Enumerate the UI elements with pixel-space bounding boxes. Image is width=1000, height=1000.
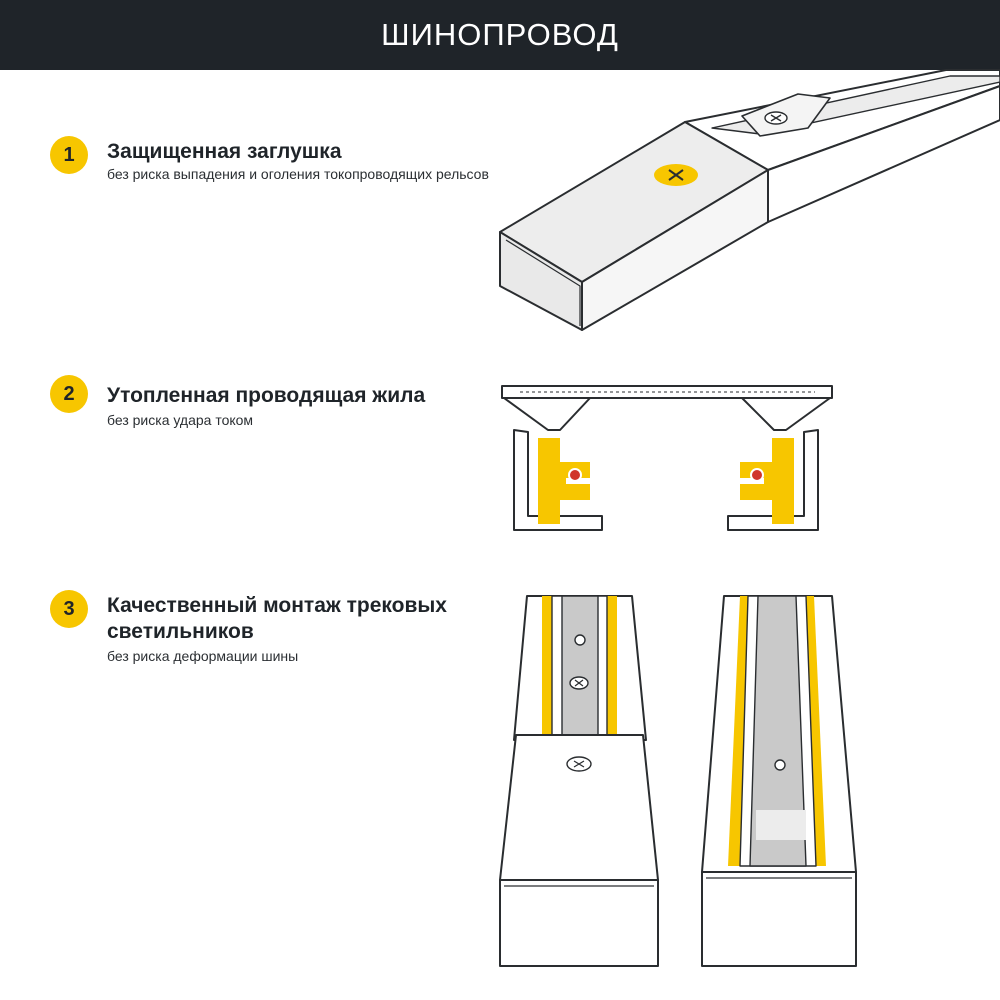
feature-1-title: Защищенная заглушка	[107, 140, 342, 163]
rail-mount-view-right	[701, 595, 857, 967]
feature-3-title: Качественный монтаж трековых светильнико…	[107, 594, 447, 643]
right-conductor-holder	[740, 438, 794, 524]
left-conductor-core	[568, 468, 582, 482]
left-conductor-holder	[538, 438, 590, 524]
feature-3-subtitle: без риска деформации шины	[107, 648, 299, 664]
header-bar: ШИНОПРОВОД	[0, 0, 1000, 70]
right-channel	[727, 429, 819, 531]
feature-2-badge: 2	[50, 375, 88, 413]
feature-1-subtitle: без риска выпадения и оголения токопрово…	[107, 166, 489, 182]
page-title: ШИНОПРОВОД	[381, 17, 619, 52]
feature-2-subtitle: без риска удара током	[107, 412, 254, 428]
feature-3-badge: 3	[50, 590, 88, 628]
rail-end-cap-illustration	[499, 69, 1000, 331]
right-conductor-core	[750, 468, 764, 482]
left-channel	[513, 429, 603, 531]
right-funnel	[741, 397, 831, 431]
feature-2-title: Утопленная проводящая жила	[107, 384, 426, 407]
feature-1-badge: 1	[50, 136, 88, 174]
left-funnel	[503, 397, 591, 431]
cap-front	[499, 231, 583, 331]
rail-cross-section-illustration	[501, 385, 833, 531]
rail-mount-view-left	[499, 595, 659, 967]
